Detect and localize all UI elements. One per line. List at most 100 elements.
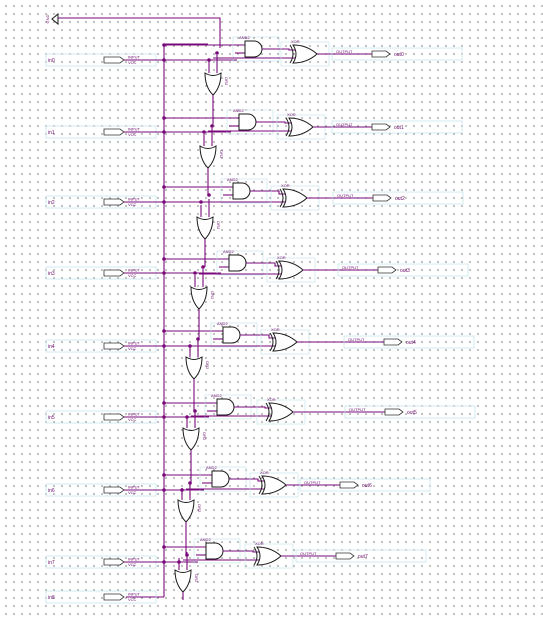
xor-gate-5[interactable]: [268, 402, 294, 422]
and-out-wire: [234, 406, 271, 409]
output-pin-frame: [332, 191, 464, 205]
junction-dot: [196, 337, 200, 341]
junction-dot: [193, 271, 197, 275]
input-pin-3[interactable]: [103, 269, 125, 277]
junction-dot: [215, 51, 219, 55]
or-gate-type: OR2: [205, 361, 210, 370]
input-pin-0[interactable]: [103, 56, 125, 64]
input-pin-vcc: VCC: [128, 346, 137, 351]
junction-dot: [162, 58, 166, 62]
and-gate-type: AND2: [211, 393, 222, 398]
output-pin-3-label: out3: [400, 268, 410, 274]
and-gate-0[interactable]: [244, 40, 263, 58]
input-pin-vcc: VCC: [128, 202, 137, 207]
and-gate-type: AND2: [200, 537, 211, 542]
xor-gate-type: XOR: [277, 255, 286, 260]
output-pin-6[interactable]: [339, 481, 359, 489]
input-pin-8-label: in8: [48, 595, 55, 601]
output-pin-1[interactable]: [371, 123, 391, 131]
junction-dot: [162, 130, 166, 134]
xor-gate-4[interactable]: [272, 332, 298, 352]
input-pin-vcc: VCC: [128, 562, 137, 567]
xor-gate-type: XOR: [260, 470, 269, 475]
junction-dot: [207, 58, 211, 62]
output-pin-7-label: out7: [358, 554, 368, 560]
input-pin-5-label: in5: [48, 415, 55, 421]
and-gate-7[interactable]: [205, 542, 224, 560]
and-gate-4[interactable]: [222, 326, 241, 344]
input-pin-7[interactable]: [103, 558, 125, 566]
or-gate-4[interactable]: [185, 356, 203, 380]
xor-gate-3[interactable]: [278, 260, 304, 280]
output-pin-5-label: out5: [407, 410, 417, 416]
output-pin-type: OUTPUT: [348, 337, 365, 342]
and-out-wire: [246, 262, 281, 267]
and-out-wire: [256, 121, 291, 124]
and-out-wire: [223, 550, 259, 553]
junction-dot: [185, 415, 189, 419]
or-gate-7[interactable]: [174, 569, 192, 593]
gnd-icon: [51, 12, 59, 26]
xor-gate-back-curve: [279, 188, 284, 208]
input-pin-type: INPUT: [128, 485, 141, 490]
xor-gate-1[interactable]: [288, 117, 314, 137]
junction-dot: [177, 560, 181, 564]
output-pin-1-label: out1: [394, 125, 404, 131]
and-gate-2[interactable]: [232, 182, 251, 200]
input-pin-6[interactable]: [103, 486, 125, 494]
xor-gate-type: XOR: [267, 397, 276, 402]
or-gate-type: OR2: [210, 291, 215, 300]
and-gate-1[interactable]: [238, 113, 257, 131]
output-pin-type: OUTPUT: [349, 407, 366, 412]
output-pin-5[interactable]: [384, 408, 404, 416]
junction-dot: [202, 130, 206, 134]
gnd-wire: [58, 17, 221, 48]
or-gate-1[interactable]: [199, 145, 217, 169]
junction-dot: [162, 560, 166, 564]
xor-gate-2[interactable]: [282, 188, 308, 208]
input-pin-4[interactable]: [103, 342, 125, 350]
output-pin-type: OUTPUT: [300, 551, 317, 556]
or-gate-type: OR2: [216, 221, 221, 230]
input-pin-vcc: VCC: [128, 60, 137, 65]
output-pin-4[interactable]: [383, 338, 403, 346]
junction-dot: [162, 488, 166, 492]
and-gate-3[interactable]: [228, 254, 247, 272]
input-pin-2[interactable]: [103, 198, 125, 206]
input-pin-5[interactable]: [103, 413, 125, 421]
input-pin-0-label: in0: [48, 58, 55, 64]
xor-gate-back-curve: [265, 402, 270, 422]
or-gate-0[interactable]: [204, 72, 222, 96]
xor-gate-back-curve: [289, 44, 294, 64]
output-pin-frame: [331, 47, 463, 61]
input-pin-vcc: VCC: [128, 132, 137, 137]
input-pin-4-label: in4: [48, 344, 55, 350]
junction-dot: [180, 488, 184, 492]
input-pin-3-label: in3: [48, 271, 55, 277]
or-gate-2[interactable]: [196, 216, 214, 240]
and-gate-6[interactable]: [211, 470, 230, 488]
input-pin-1[interactable]: [103, 128, 125, 136]
output-pin-2[interactable]: [372, 194, 392, 202]
or-gate-5[interactable]: [182, 427, 200, 451]
xor-gate-6[interactable]: [261, 475, 287, 495]
input-pin-6-label: in6: [48, 488, 55, 494]
junction-dot: [193, 409, 197, 413]
output-pin-7[interactable]: [335, 552, 355, 560]
output-pin-3[interactable]: [377, 266, 397, 274]
output-pin-frame: [295, 549, 427, 563]
input-pin-8[interactable]: [103, 593, 125, 601]
output-pin-0[interactable]: [371, 50, 391, 58]
xor-gate-0[interactable]: [292, 44, 318, 64]
junction-dot: [207, 193, 211, 197]
or-gate-6[interactable]: [177, 499, 195, 523]
output-pin-0-label: out0: [394, 52, 404, 58]
and-out-wire: [240, 334, 275, 339]
output-pin-type: OUTPUT: [336, 49, 353, 54]
and-gate-5[interactable]: [216, 398, 235, 416]
or-gate-3[interactable]: [190, 286, 208, 310]
input-pin-vcc: VCC: [128, 417, 137, 422]
xor-gate-7[interactable]: [256, 546, 282, 566]
input-pin-2-label: in2: [48, 200, 55, 206]
